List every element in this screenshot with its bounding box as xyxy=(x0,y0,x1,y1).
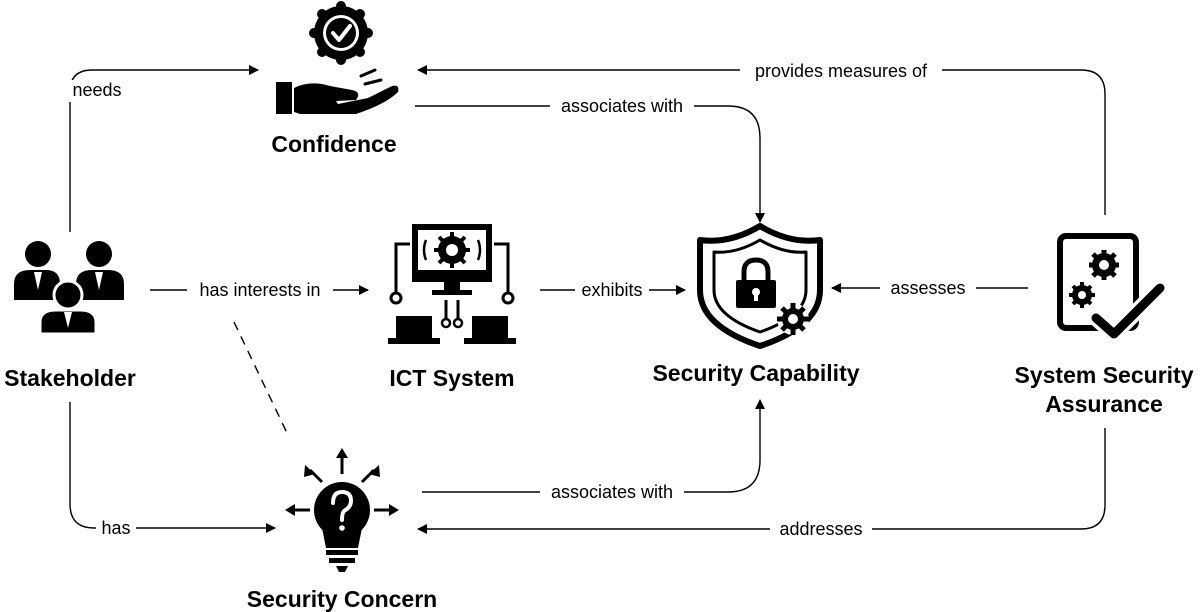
edge-addresses xyxy=(417,428,1106,534)
edge-label-addresses: addresses xyxy=(779,519,862,539)
node-label-stakeholder: Stakeholder xyxy=(4,365,136,391)
edge-label-associates-with-top: associates with xyxy=(561,96,683,116)
lightbulb-question-icon xyxy=(285,448,399,572)
node-label-security-concern: Security Concern xyxy=(247,586,437,612)
node-label-security-capability: Security Capability xyxy=(652,360,859,386)
node-label-ict-system: ICT System xyxy=(389,365,514,391)
edge-provides-measures-of xyxy=(417,65,1106,215)
edge-associates-with-top xyxy=(415,105,765,223)
node-label-system-security-assurance-line1: System Security xyxy=(1015,362,1194,388)
edge-label-exhibits: exhibits xyxy=(581,280,642,300)
edge-label-provides-measures-of: provides measures of xyxy=(755,61,928,81)
edge-label-associates-with-bottom: associates with xyxy=(551,482,673,502)
edge-label-has-interests-in: has interests in xyxy=(199,280,320,300)
edge-label-assesses: assesses xyxy=(890,278,965,298)
edge-has xyxy=(69,402,276,533)
node-label-system-security-assurance-line2: Assurance xyxy=(1045,391,1163,417)
node-label-confidence: Confidence xyxy=(271,131,396,157)
hand-with-badge-check-icon xyxy=(276,1,399,114)
edge-associates-with-bottom xyxy=(422,399,765,493)
edge-label-needs: needs xyxy=(72,80,121,100)
edge-dashed-association xyxy=(233,321,289,436)
document-gears-check-icon xyxy=(1057,233,1168,342)
people-group-icon xyxy=(14,241,124,336)
edge-label-has: has xyxy=(101,518,130,538)
computer-network-gear-icon xyxy=(388,224,516,344)
shield-lock-gear-icon xyxy=(697,223,823,349)
